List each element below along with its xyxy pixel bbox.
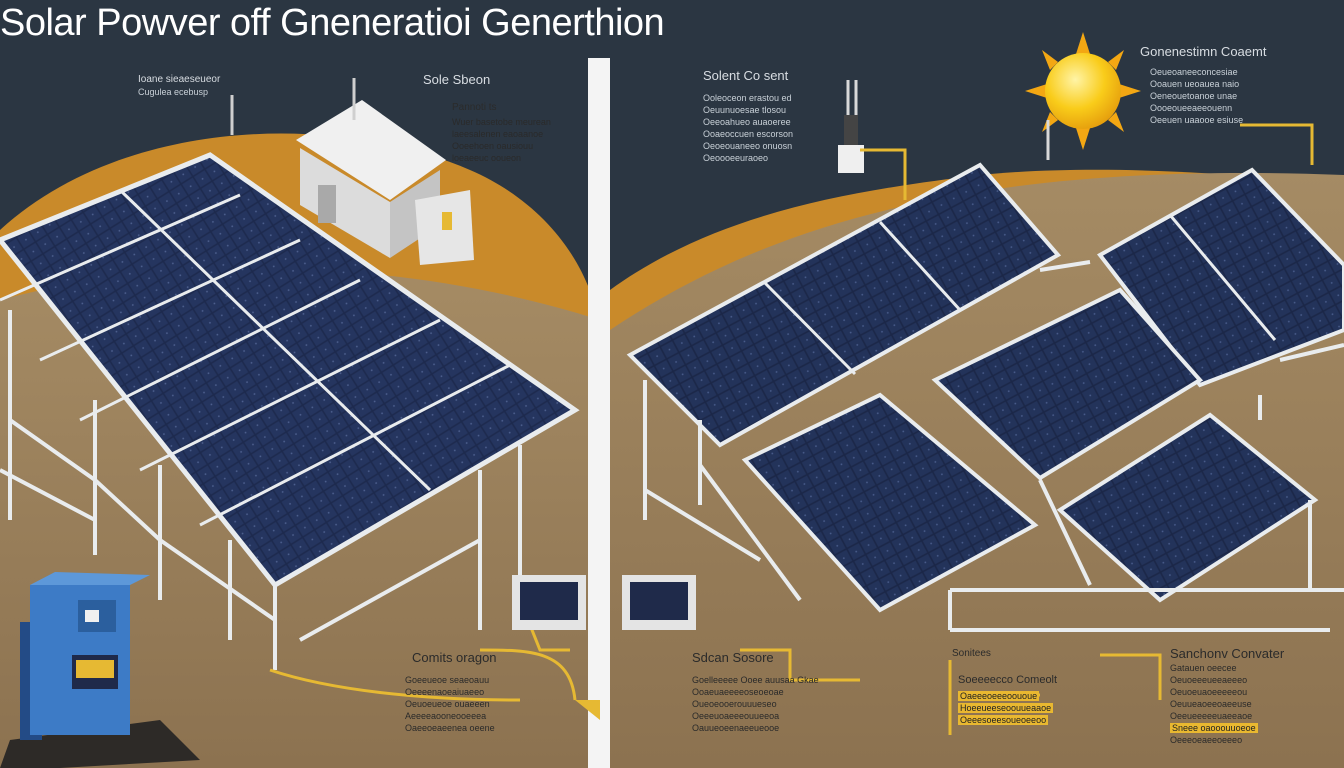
label-coments-oragon-heading: Comits oragon xyxy=(412,650,497,665)
label-top-left-heading: Ioane sieaeseueor xyxy=(138,74,221,85)
solar-panel-group-right-5 xyxy=(1056,412,1319,603)
label-solar-station-left: Sole Sbeon xyxy=(423,72,491,87)
label-synchrony-converter-heading: Sanchonv Convater xyxy=(1170,646,1285,661)
page-title: Solar Powver off Gneneratioi Generthion xyxy=(0,2,665,44)
solar-panel-group-right-4 xyxy=(741,392,1039,613)
label-coments-oragon-lines: Goeeueoe seaeoauu Oeeeenaoeaiuaeeo Oeuoe… xyxy=(405,675,495,733)
inverter-cabinet-icon xyxy=(0,572,200,768)
label-solar-source-lines: Goelleeeee Ooee auusaa Gkae Ooaeuaeeeeos… xyxy=(692,675,819,733)
solar-panel-group-right-3 xyxy=(931,287,1204,481)
meter-box-left xyxy=(512,575,586,630)
meter-box-center xyxy=(622,575,696,630)
label-pannel-heading: Pannoti ts xyxy=(452,102,497,113)
label-solar-co-sent-heading: Solent Co sent xyxy=(703,68,789,83)
label-pannel-lines: Wuer basetobe meurean laeesalenen eaoaan… xyxy=(452,117,551,163)
label-solar-co-sent-lines: Ooleoceon erastou ed Oeuunuoesae tlosou … xyxy=(703,93,794,163)
solar-panel-array-icon xyxy=(0,152,580,670)
label-generation-center-lines: Oeueoaneeconcesiae Ooauen ueoauea naio O… xyxy=(1150,67,1244,125)
label-solar-source-heading: Sdcan Sosore xyxy=(692,650,774,665)
label-generation-center-heading: Gonenestimn Coaemt xyxy=(1140,44,1267,59)
label-synchrony-converter-lines: Gatauen oeecee Oeuoeeeueeaeeeo Oeuoeuaoe… xyxy=(1170,663,1258,745)
label-seoeeecco-heading: Soeeeecco Comeolt xyxy=(958,674,1058,686)
label-seoeeecco-lines: Oaeeeoeeeoououe Hoeeueeseoouueaaoe Oeees… xyxy=(958,691,1054,725)
label-sonitees-heading: Sonitees xyxy=(952,648,991,659)
utility-house-icon xyxy=(296,100,474,265)
label-top-left-lines: Cugulea ecebusp xyxy=(138,87,209,97)
center-divider xyxy=(588,58,610,768)
solar-panel-group-right-1 xyxy=(626,162,1062,448)
sun-icon xyxy=(1025,32,1141,150)
